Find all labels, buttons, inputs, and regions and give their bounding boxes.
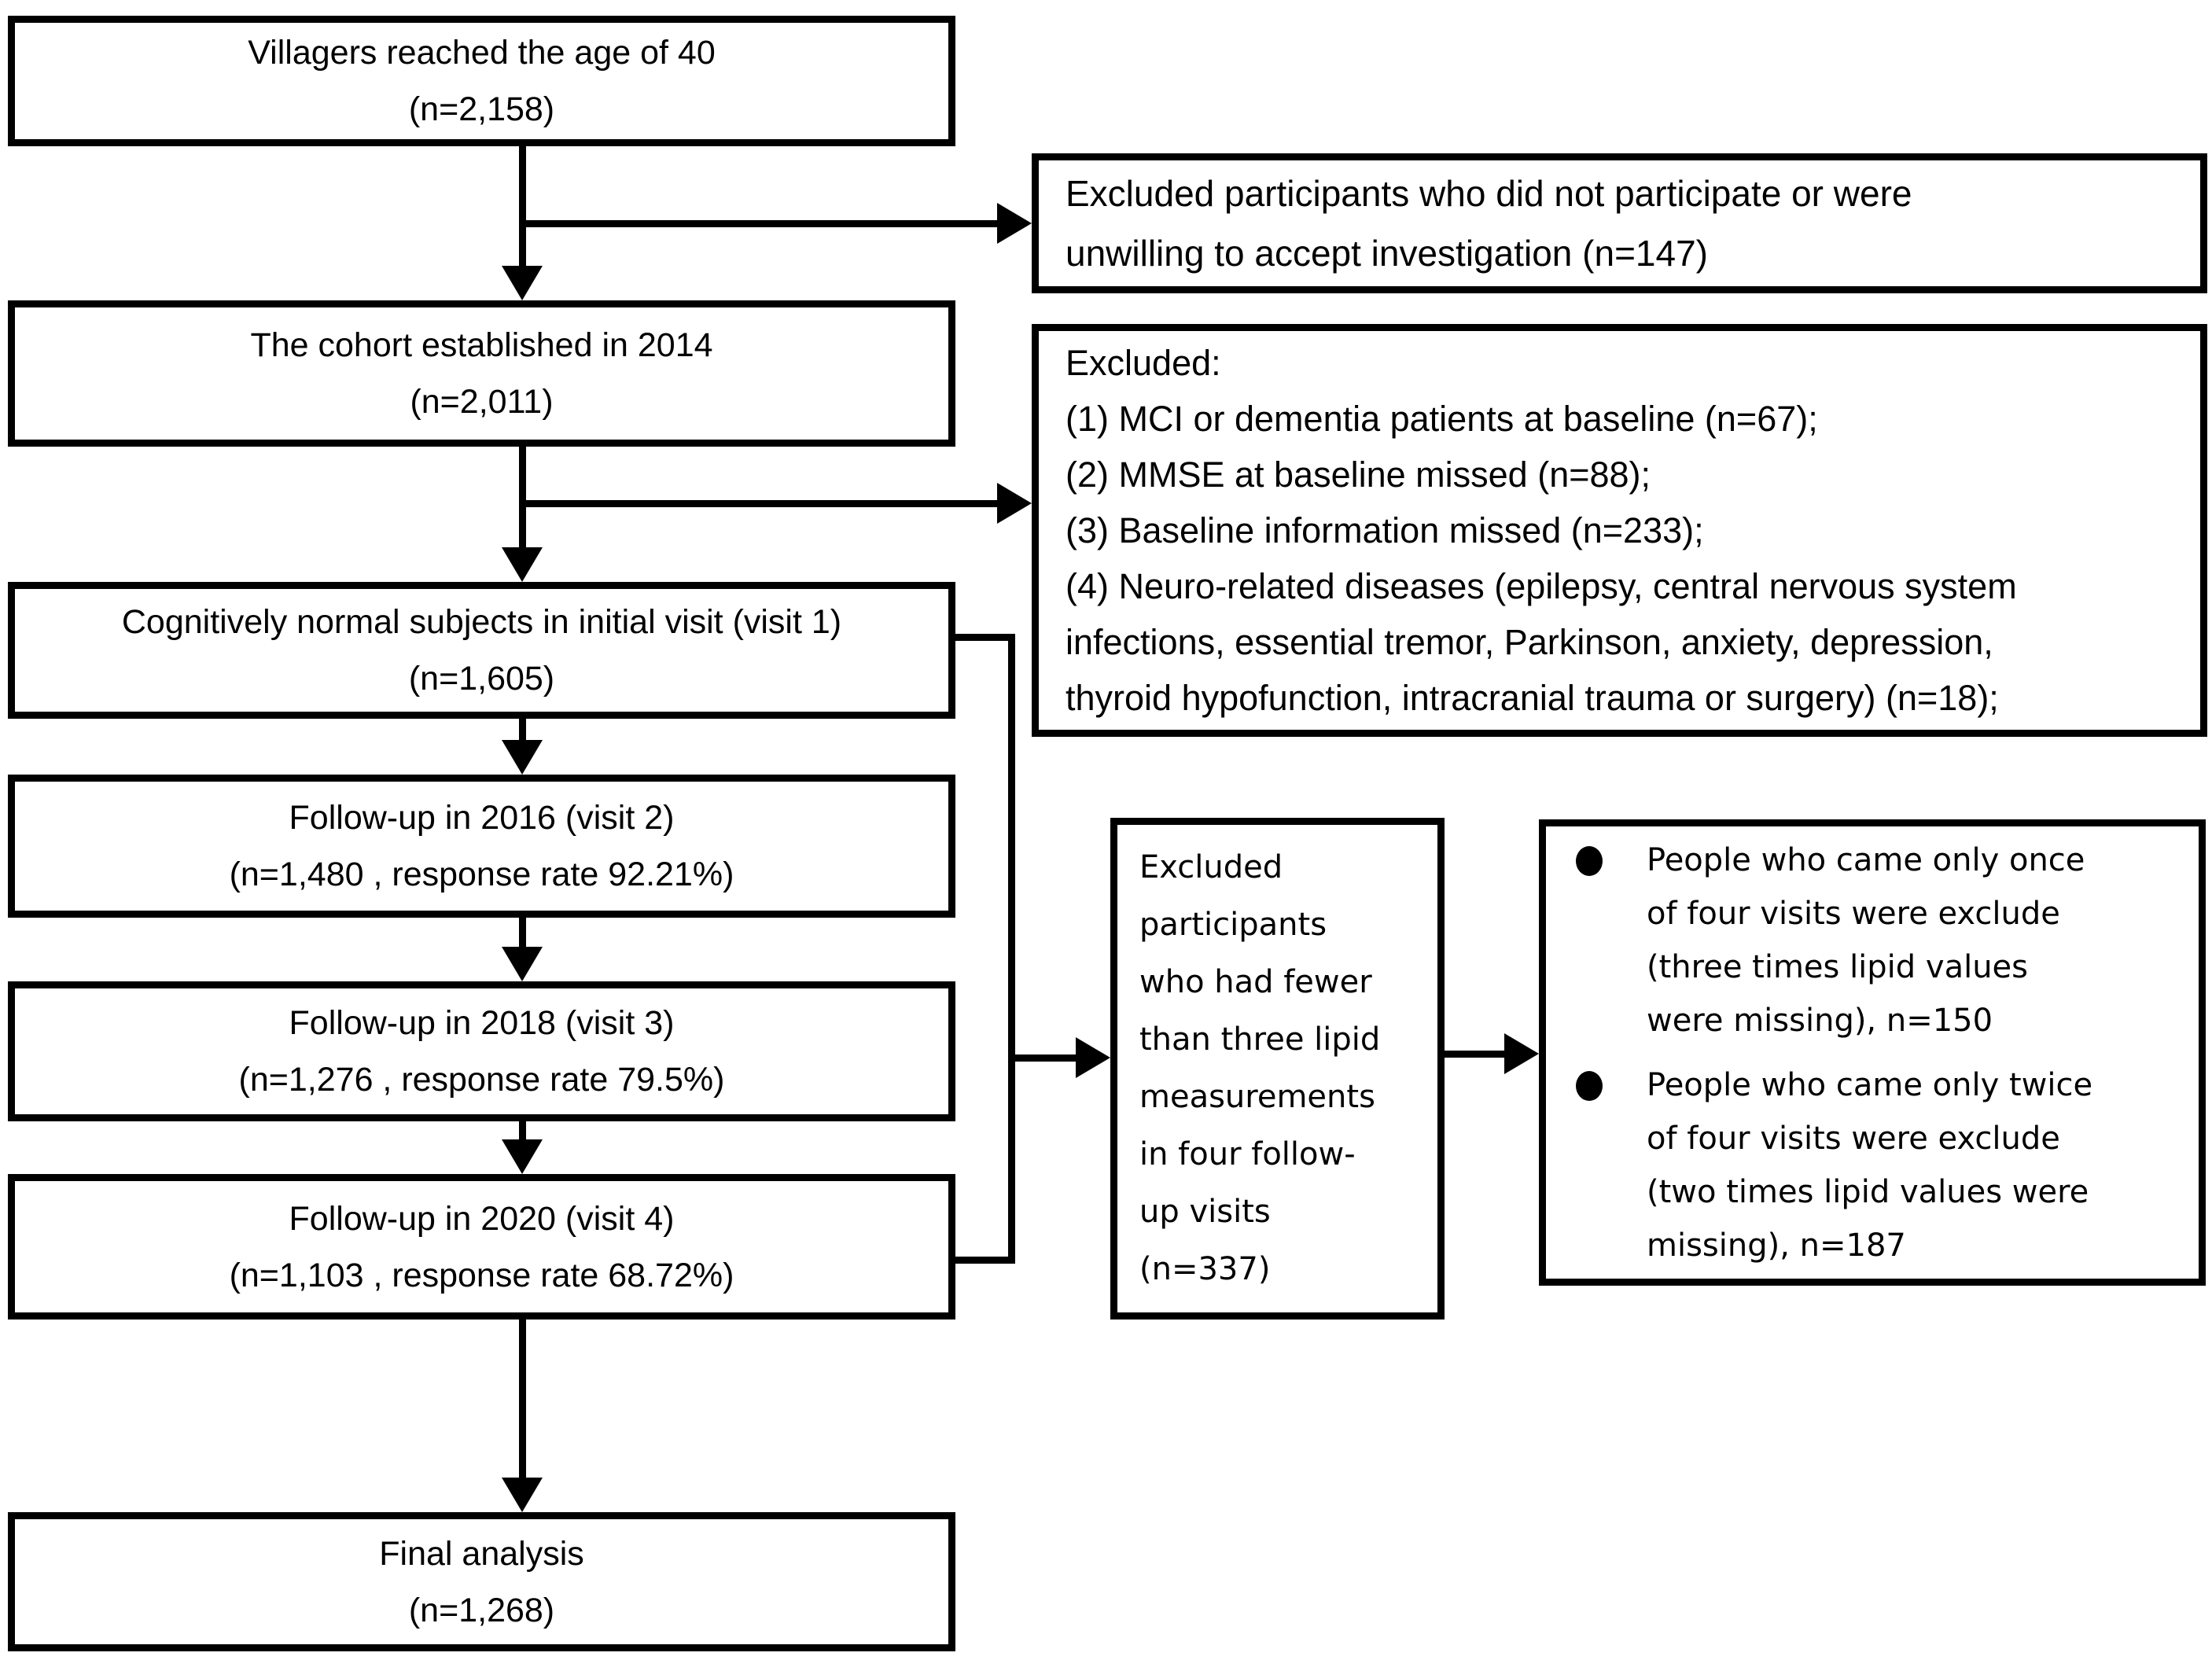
- arrowhead-cohort-to-visit1: [502, 547, 543, 582]
- flow-box-cohort-2014-text: The cohort established in 2014 (n=2,011): [250, 326, 713, 421]
- arrow-line-to-fewer-lipid: [1008, 1054, 1079, 1062]
- exclusion-baseline-item-1: (1) MCI or dementia patients at baseline…: [1066, 399, 1818, 439]
- bullet-icon: [1576, 1070, 1603, 1101]
- arrowhead-visit1-to-visit2: [502, 740, 543, 775]
- flow-box-visit1: Cognitively normal subjects in initial v…: [8, 582, 955, 719]
- exclusion-box-baseline: Excluded: (1) MCI or dementia patients a…: [1032, 324, 2207, 737]
- arrowhead-visit2-to-visit3: [502, 947, 543, 981]
- flow-box-final-analysis-text: Final analysis (n=1,268): [379, 1534, 584, 1629]
- bracket-line-from-visit4: [948, 1257, 1015, 1264]
- bullet-icon: [1576, 845, 1603, 876]
- arrowhead-visit3-to-visit4: [502, 1139, 543, 1174]
- arrow-line-to-visit-counts: [1445, 1051, 1506, 1058]
- bullet-item-twice: People who came only twice of four visit…: [1565, 1058, 2186, 1272]
- exclusion-box-fewer-lipid: Excluded participants who had fewer than…: [1110, 818, 1445, 1320]
- arrow-line-visit1-to-visit2: [519, 719, 526, 744]
- branch-line-to-no-participation: [519, 220, 1002, 227]
- bracket-line-from-visit1: [948, 634, 1015, 641]
- flow-box-villagers: Villagers reached the age of 40 (n=2,158…: [8, 16, 955, 146]
- arrow-line-visit2-to-visit3: [519, 918, 526, 951]
- bullet-once-text: People who came only once of four visits…: [1647, 841, 2085, 1039]
- flow-box-visit4-text: Follow-up in 2020 (visit 4) (n=1,103 , r…: [229, 1199, 734, 1294]
- exclusion-box-visit-counts: People who came only once of four visits…: [1539, 819, 2206, 1286]
- flow-box-villagers-text: Villagers reached the age of 40 (n=2,158…: [248, 34, 716, 128]
- arrowhead-villagers-to-cohort: [502, 266, 543, 300]
- bracket-vertical-line: [1008, 634, 1015, 1264]
- arrowhead-to-no-participation: [997, 203, 1032, 244]
- exclusion-baseline-item-2: (2) MMSE at baseline missed (n=88);: [1066, 455, 1651, 495]
- exclusion-box-no-participation-text: Excluded participants who did not partic…: [1066, 173, 1912, 274]
- exclusion-baseline-item-3: (3) Baseline information missed (n=233);: [1066, 510, 1704, 550]
- arrowhead-to-baseline-exclusions: [997, 483, 1032, 524]
- flow-box-visit2-text: Follow-up in 2016 (visit 2) (n=1,480 , r…: [229, 799, 734, 893]
- bullet-item-once: People who came only once of four visits…: [1565, 834, 2186, 1047]
- bullet-twice-text: People who came only twice of four visit…: [1647, 1066, 2093, 1264]
- flow-box-cohort-2014: The cohort established in 2014 (n=2,011): [8, 300, 955, 447]
- arrow-line-cohort-to-visit1: [519, 447, 526, 552]
- exclusion-baseline-item-4: (4) Neuro-related diseases (epilepsy, ce…: [1066, 566, 2017, 718]
- exclusion-baseline-title: Excluded:: [1066, 343, 1221, 383]
- exclusion-box-fewer-lipid-text: Excluded participants who had fewer than…: [1139, 849, 1381, 1287]
- flow-box-final-analysis: Final analysis (n=1,268): [8, 1512, 955, 1651]
- flow-box-visit4: Follow-up in 2020 (visit 4) (n=1,103 , r…: [8, 1174, 955, 1320]
- flow-box-visit1-text: Cognitively normal subjects in initial v…: [121, 603, 842, 697]
- branch-line-to-baseline-exclusions: [519, 500, 1002, 507]
- arrow-line-visit4-to-final: [519, 1320, 526, 1481]
- arrowhead-visit4-to-final: [502, 1478, 543, 1512]
- arrow-line-villagers-to-cohort: [519, 146, 526, 271]
- arrow-line-visit3-to-visit4: [519, 1121, 526, 1143]
- flow-box-visit3-text: Follow-up in 2018 (visit 3) (n=1,276 , r…: [238, 1004, 725, 1099]
- arrowhead-to-visit-counts: [1504, 1033, 1539, 1074]
- flow-box-visit2: Follow-up in 2016 (visit 2) (n=1,480 , r…: [8, 775, 955, 918]
- flow-box-visit3: Follow-up in 2018 (visit 3) (n=1,276 , r…: [8, 981, 955, 1121]
- exclusion-box-no-participation: Excluded participants who did not partic…: [1032, 153, 2207, 293]
- arrowhead-to-fewer-lipid: [1076, 1037, 1110, 1078]
